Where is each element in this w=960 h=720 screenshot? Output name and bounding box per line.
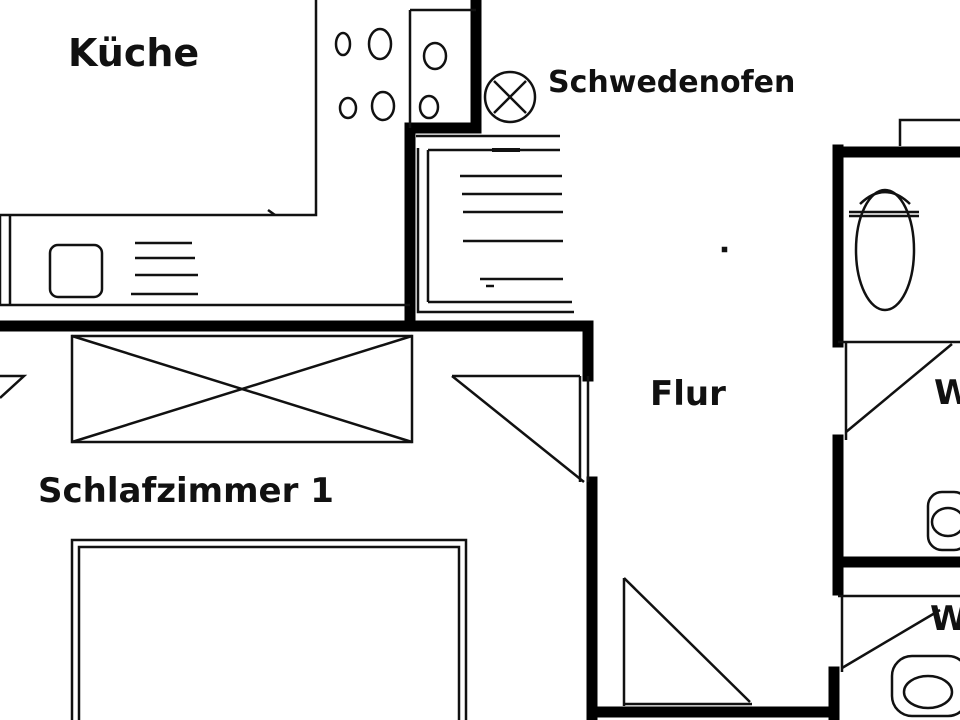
niche-cabinet: [416, 134, 728, 314]
room-label-hallway: Flur: [650, 374, 726, 414]
room-label-bath-bottom: W: [930, 599, 960, 639]
room-label-bath-top: W: [934, 373, 960, 413]
hob-icon: [334, 27, 448, 122]
door-bedroom: [451, 374, 590, 483]
sink-icon: [890, 654, 960, 718]
kitchen-furniture: [0, 0, 476, 307]
door-entrance: [622, 577, 752, 706]
sink-icon: [926, 490, 960, 552]
bed-icon: [70, 538, 468, 720]
stove-icon: [483, 70, 537, 124]
wardrobe-icon: [70, 334, 414, 444]
bathroom-bottom: [838, 594, 960, 718]
kitchen-counter-outline: [0, 0, 318, 217]
sink-icon: [48, 243, 104, 299]
toilet-icon: [849, 188, 919, 312]
room-label-bedroom1: Schlafzimmer 1: [38, 471, 334, 511]
room-label-kitchen: Küche: [68, 31, 199, 75]
bathroom-top: [838, 118, 960, 552]
door-left: [0, 374, 28, 399]
room-label-stove: Schwedenofen: [548, 65, 795, 100]
